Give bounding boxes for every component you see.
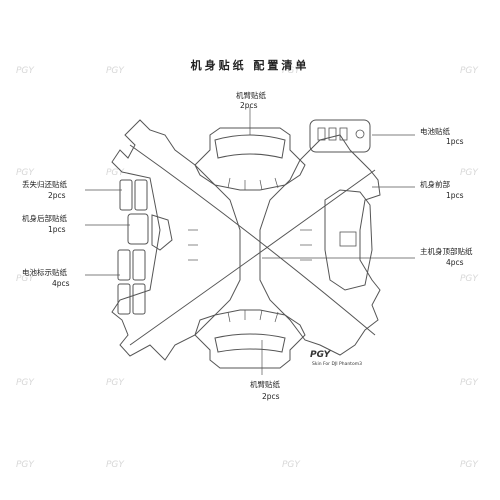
watermark: PGY: [282, 66, 300, 76]
label-lost-return: 丢失归还贴纸: [22, 180, 67, 189]
qty-battery: 1pcs: [446, 137, 464, 146]
battery-indicator-sticker: [132, 249, 146, 281]
qty-rear: 1pcs: [48, 225, 66, 234]
rear-sticker: [127, 213, 149, 245]
x-curve-2: [129, 169, 376, 346]
label-arm-top: 机臂贴纸: [236, 91, 266, 100]
arm-sticker-top: [214, 134, 286, 159]
watermark: PGY: [106, 66, 124, 76]
front-sticker: [324, 189, 373, 291]
brand-logo: PGY: [310, 350, 331, 360]
label-top: 主机身顶部贴纸: [420, 247, 473, 256]
watermark: PGY: [16, 460, 34, 470]
watermark: PGY: [460, 460, 478, 470]
battery-indicator-sticker: [132, 283, 146, 315]
arm-sticker-bottom: [214, 333, 286, 353]
right-arm-outline: [259, 134, 381, 356]
watermark: PGY: [16, 274, 34, 284]
watermark: PGY: [106, 168, 124, 178]
qty-arm-top: 2pcs: [240, 101, 258, 110]
battery-sticker: [309, 119, 371, 153]
qty-battery-indicator: 4pcs: [52, 279, 70, 288]
watermark: PGY: [460, 378, 478, 388]
label-front: 机身前部: [420, 180, 450, 189]
lost-return-sticker: [134, 179, 148, 211]
qty-front: 1pcs: [446, 191, 464, 200]
left-arm-outline: [111, 119, 241, 361]
watermark: PGY: [16, 66, 34, 76]
qty-arm-bottom: 2pcs: [262, 392, 280, 401]
label-rear: 机身后部贴纸: [22, 214, 67, 223]
page-title: 机身贴纸 配置清单: [190, 59, 310, 72]
bottom-arm-outline: [194, 309, 306, 369]
battery-indicator-sticker: [117, 283, 131, 315]
watermark: PGY: [16, 378, 34, 388]
watermark: PGY: [106, 460, 124, 470]
top-arm-outline: [194, 127, 306, 191]
watermark: PGY: [460, 168, 478, 178]
label-battery: 电池贴纸: [420, 127, 450, 136]
brand-tagline: Skin For DJI Phantom3: [312, 362, 362, 367]
qty-lost-return: 2pcs: [48, 191, 66, 200]
label-battery-indicator: 电池标示贴纸: [22, 268, 67, 277]
x-curve-1: [129, 144, 376, 336]
label-arm-bottom: 机臂贴纸: [250, 380, 280, 389]
watermark: PGY: [460, 274, 478, 284]
lost-return-sticker: [119, 179, 133, 211]
qty-top: 4pcs: [446, 258, 464, 267]
watermark: PGY: [106, 378, 124, 388]
watermark: PGY: [16, 168, 34, 178]
watermark: PGY: [282, 460, 300, 470]
watermark: PGY: [460, 66, 478, 76]
battery-indicator-sticker: [117, 249, 131, 281]
